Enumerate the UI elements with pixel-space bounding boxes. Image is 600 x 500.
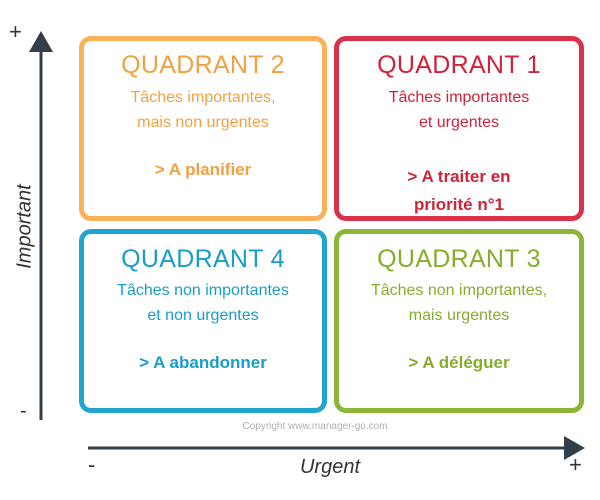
quadrant-1-title: QUADRANT 1 <box>377 51 541 79</box>
quadrant-3-description-line: mais urgentes <box>408 307 510 324</box>
quadrant-3-action: > A déléguer <box>349 349 569 377</box>
quadrant-4-description-line: Tâches non importantes <box>117 282 289 299</box>
quadrant-4-title: QUADRANT 4 <box>121 245 285 273</box>
quadrant-2-action-line: > A planifier <box>154 160 252 179</box>
y-axis-arrow <box>29 31 53 52</box>
copyright-notice: Copyright www.manager-go.com <box>242 421 388 432</box>
quadrant-2-title: QUADRANT 2 <box>121 51 285 79</box>
quadrant-4-description-line: et non urgentes <box>147 307 259 324</box>
quadrant-3-title: QUADRANT 3 <box>377 245 541 273</box>
quadrant-4-description: Tâches non importantes et non urgentes <box>94 278 312 328</box>
quadrant-4: QUADRANT 4 Tâches non importantes et non… <box>79 229 327 413</box>
x-axis-label: Urgent <box>299 456 361 478</box>
quadrant-1: QUADRANT 1 Tâches importantes et urgente… <box>334 36 584 221</box>
quadrant-1-action-line: priorité n°1 <box>414 195 504 214</box>
x-axis-plus: + <box>569 452 582 477</box>
quadrant-3: QUADRANT 3 Tâches non importantes, mais … <box>334 229 584 413</box>
y-axis-minus: - <box>20 400 27 422</box>
quadrant-2-action: > A planifier <box>94 156 312 184</box>
quadrant-3-description: Tâches non importantes, mais urgentes <box>349 278 569 328</box>
y-axis-label: Important <box>13 184 36 269</box>
quadrant-1-action-line: > A traiter en <box>407 167 511 186</box>
quadrant-1-action: > A traiter en priorité n°1 <box>349 163 569 219</box>
quadrant-3-description-line: Tâches non importantes, <box>370 282 548 299</box>
x-axis-arrow <box>564 436 585 460</box>
x-axis-minus: - <box>88 452 96 477</box>
quadrant-4-action-line: > A abandonner <box>139 353 267 372</box>
quadrant-2-description: Tâches importantes, mais non urgentes <box>94 85 312 135</box>
quadrant-2: QUADRANT 2 Tâches importantes, mais non … <box>79 36 327 221</box>
quadrant-3-action-line: > A déléguer <box>408 353 510 372</box>
quadrant-1-description: Tâches importantes et urgentes <box>349 85 569 135</box>
quadrant-2-description-line: Tâches importantes, <box>130 89 276 106</box>
quadrant-2-description-line: mais non urgentes <box>137 114 269 131</box>
quadrant-1-description-line: Tâches importantes <box>388 89 530 106</box>
quadrant-4-action: > A abandonner <box>94 349 312 377</box>
y-axis-plus: + <box>9 19 22 44</box>
quadrant-1-description-line: et urgentes <box>418 114 500 131</box>
